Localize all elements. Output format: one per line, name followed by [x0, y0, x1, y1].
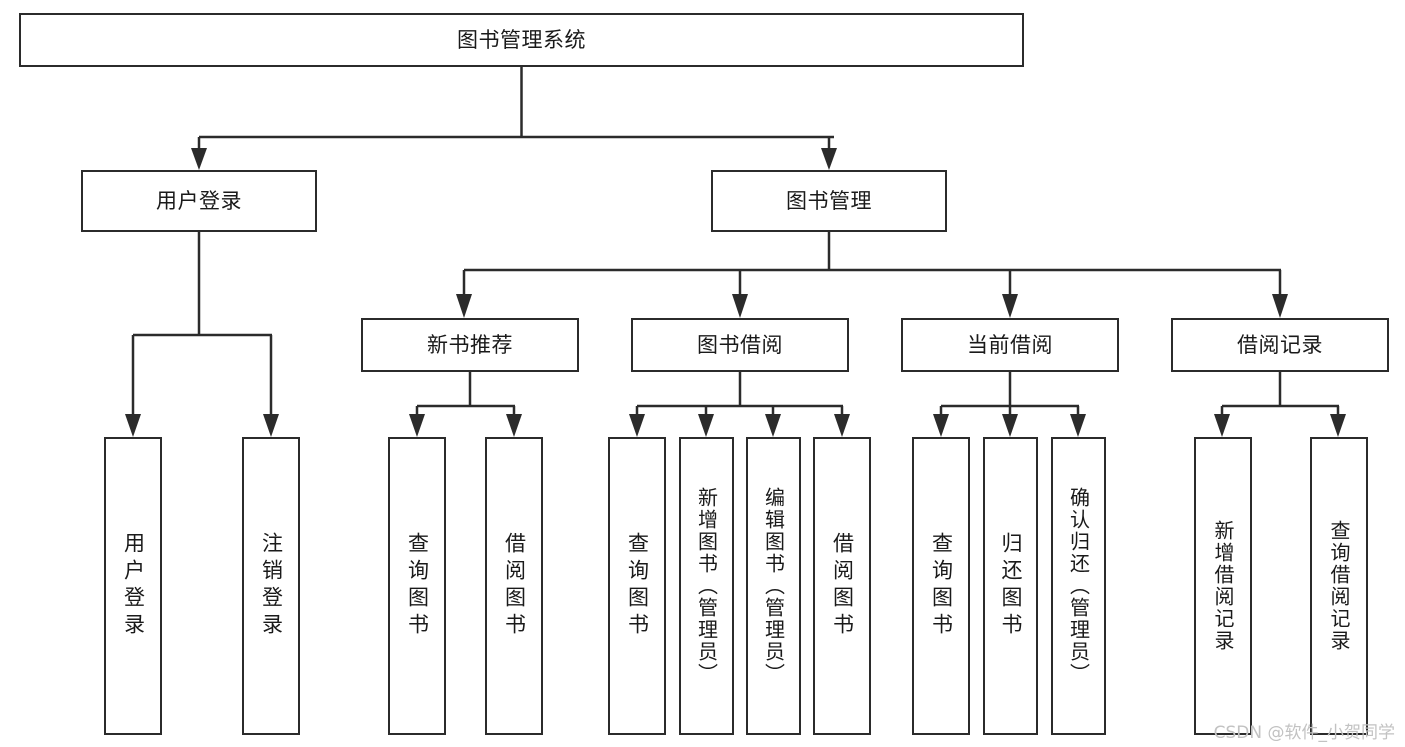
arrow-head-leaf-borrow-book-1	[506, 414, 522, 437]
arrow-head-user-login	[191, 148, 207, 170]
node-root[interactable]: 图书管理系统	[19, 13, 1024, 67]
node-leaf-add-record[interactable]: 新增借阅记录	[1194, 437, 1252, 735]
arrow-head-leaf-query-book-1	[409, 414, 425, 437]
node-leaf-query-book-2-label: 查询图书	[625, 532, 650, 640]
node-leaf-return-book[interactable]: 归还图书	[983, 437, 1038, 735]
node-user-login-label: 用户登录	[156, 188, 242, 213]
node-borrow-record[interactable]: 借阅记录	[1171, 318, 1389, 372]
arrow-head-leaf-logout	[263, 414, 279, 437]
node-leaf-borrow-book-1-label: 借阅图书	[502, 532, 527, 640]
node-leaf-confirm-return[interactable]: 确认归还（管理员）	[1051, 437, 1106, 735]
node-leaf-add-book-label: 新增图书（管理员）	[694, 487, 719, 685]
node-user-login[interactable]: 用户登录	[81, 170, 317, 232]
node-leaf-query-record-label: 查询借阅记录	[1327, 520, 1351, 652]
arrow-head-leaf-query-book-3	[933, 414, 949, 437]
node-current-borrow-label: 当前借阅	[967, 332, 1053, 357]
node-leaf-return-book-label: 归还图书	[999, 532, 1023, 640]
node-leaf-logout[interactable]: 注销登录	[242, 437, 300, 735]
arrow-head-borrow-record	[1272, 294, 1288, 318]
arrow-head-leaf-add-book	[698, 414, 714, 437]
node-current-borrow[interactable]: 当前借阅	[901, 318, 1119, 372]
node-leaf-query-book-2[interactable]: 查询图书	[608, 437, 666, 735]
node-leaf-edit-book-label: 编辑图书（管理员）	[761, 487, 786, 685]
node-book-manage[interactable]: 图书管理	[711, 170, 947, 232]
arrow-head-leaf-query-book-2	[629, 414, 645, 437]
arrow-head-leaf-return-book	[1002, 414, 1018, 437]
node-leaf-user-login-label: 用户登录	[121, 532, 146, 640]
node-leaf-confirm-return-label: 确认归还（管理员）	[1066, 487, 1091, 685]
arrow-head-leaf-edit-book	[765, 414, 781, 437]
watermark: CSDN @软件_小贺同学	[1213, 723, 1395, 743]
node-leaf-query-book-1[interactable]: 查询图书	[388, 437, 446, 735]
node-leaf-add-record-label: 新增借阅记录	[1211, 520, 1235, 652]
arrow-head-leaf-borrow-book-2	[834, 414, 850, 437]
node-root-label: 图书管理系统	[457, 27, 586, 52]
node-leaf-borrow-book-2[interactable]: 借阅图书	[813, 437, 871, 735]
node-new-book-rec-label: 新书推荐	[427, 332, 513, 357]
arrow-head-leaf-confirm-return	[1070, 414, 1086, 437]
arrow-head-leaf-query-record	[1330, 414, 1346, 437]
node-leaf-borrow-book-2-label: 借阅图书	[830, 532, 855, 640]
node-leaf-add-book[interactable]: 新增图书（管理员）	[679, 437, 734, 735]
arrow-head-current-borrow	[1002, 294, 1018, 318]
node-leaf-query-book-1-label: 查询图书	[405, 532, 430, 640]
node-book-borrow[interactable]: 图书借阅	[631, 318, 849, 372]
node-leaf-user-login[interactable]: 用户登录	[104, 437, 162, 735]
arrow-head-leaf-add-record	[1214, 414, 1230, 437]
arrow-head-book-borrow	[732, 294, 748, 318]
node-book-manage-label: 图书管理	[786, 188, 872, 213]
node-borrow-record-label: 借阅记录	[1237, 332, 1323, 357]
node-leaf-query-book-3[interactable]: 查询图书	[912, 437, 970, 735]
node-new-book-rec[interactable]: 新书推荐	[361, 318, 579, 372]
arrow-head-leaf-user-login	[125, 414, 141, 437]
node-leaf-borrow-book-1[interactable]: 借阅图书	[485, 437, 543, 735]
node-leaf-query-book-3-label: 查询图书	[929, 532, 954, 640]
node-leaf-edit-book[interactable]: 编辑图书（管理员）	[746, 437, 801, 735]
node-book-borrow-label: 图书借阅	[697, 332, 783, 357]
node-leaf-query-record[interactable]: 查询借阅记录	[1310, 437, 1368, 735]
arrow-head-new-book-rec	[456, 294, 472, 318]
node-leaf-logout-label: 注销登录	[259, 532, 284, 640]
arrow-head-book-manage	[821, 148, 837, 170]
